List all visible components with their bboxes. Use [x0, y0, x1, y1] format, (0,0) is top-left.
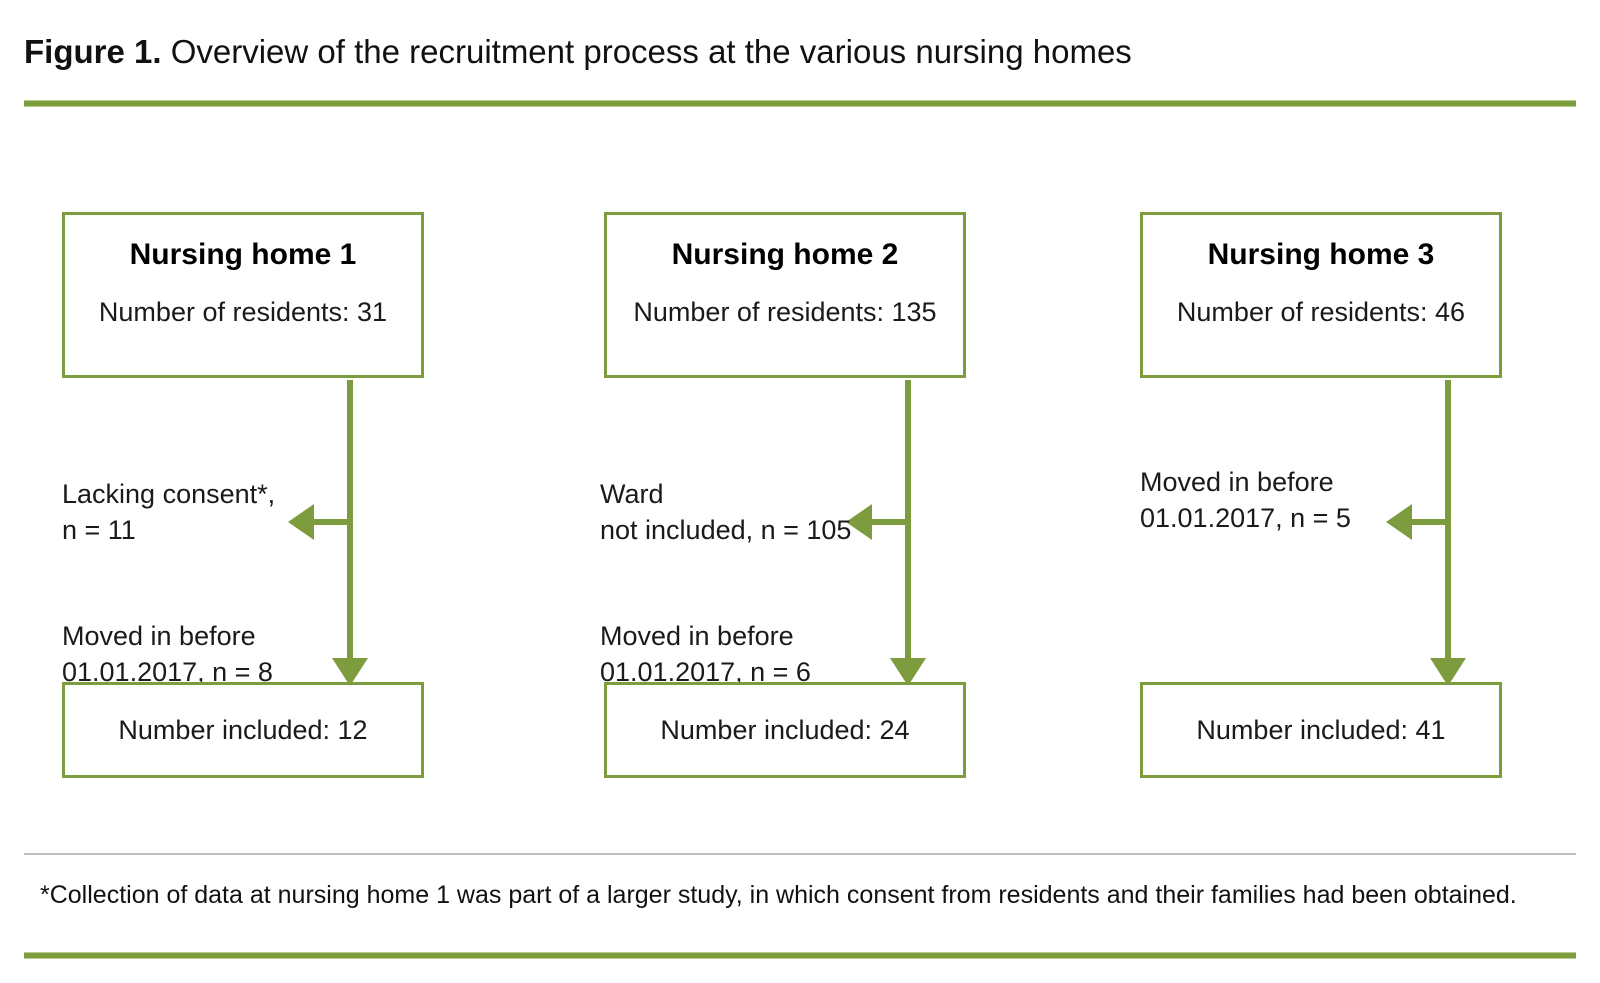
flow-column-nursing-home-1: Nursing home 1 Number of residents: 31 L…: [40, 130, 560, 830]
box-included-nursing-home-2: Number included: 24: [604, 682, 966, 778]
flow-column-nursing-home-3: Nursing home 3 Number of residents: 46 M…: [1118, 130, 1600, 830]
box-included-nursing-home-1: Number included: 12: [62, 682, 424, 778]
exclusions-nursing-home-1: Lacking consent*, n = 11 Moved in before…: [62, 440, 342, 726]
box-nursing-home-1: Nursing home 1 Number of residents: 31: [62, 212, 424, 378]
header-rule-green: [24, 100, 1576, 107]
recruitment-flow-diagram: Nursing home 1 Number of residents: 31 L…: [0, 130, 1600, 830]
nursing-home-2-title: Nursing home 2: [671, 238, 899, 271]
exclusions-nursing-home-3: Moved in before 01.01.2017, n = 5: [1140, 428, 1440, 572]
footer-rule-green: [24, 952, 1576, 959]
nursing-home-1-title: Nursing home 1: [129, 238, 357, 271]
footnote-text: *Collection of data at nursing home 1 wa…: [40, 881, 1517, 909]
box-nursing-home-2: Nursing home 2 Number of residents: 135: [604, 212, 966, 378]
exclusion-item: Moved in before 01.01.2017, n = 5: [1140, 467, 1351, 533]
nursing-home-2-residents: Number of residents: 135: [633, 297, 937, 327]
box-nursing-home-3: Nursing home 3 Number of residents: 46: [1140, 212, 1502, 378]
nursing-home-3-included: Number included: 41: [1196, 715, 1446, 745]
nursing-home-3-residents: Number of residents: 46: [1176, 297, 1466, 327]
nursing-home-3-title: Nursing home 3: [1207, 238, 1435, 271]
figure-label: Figure 1.: [24, 33, 162, 70]
exclusion-item: Lacking consent*, n = 11: [62, 479, 276, 545]
flow-column-nursing-home-2: Nursing home 2 Number of residents: 135 …: [582, 130, 1102, 830]
nursing-home-2-included: Number included: 24: [660, 715, 910, 745]
exclusion-item: Moved in before 01.01.2017, n = 6: [600, 621, 811, 687]
footnote-rule-grey: [24, 853, 1576, 855]
figure-caption-text: Overview of the recruitment process at t…: [170, 33, 1132, 70]
box-included-nursing-home-3: Number included: 41: [1140, 682, 1502, 778]
nursing-home-1-residents: Number of residents: 31: [98, 297, 388, 327]
exclusion-item: Moved in before 01.01.2017, n = 8: [62, 621, 273, 687]
figure-caption: Figure 1. Overview of the recruitment pr…: [24, 30, 1574, 74]
nursing-home-1-included: Number included: 12: [118, 715, 368, 745]
exclusion-item: Ward not included, n = 105: [600, 479, 852, 545]
